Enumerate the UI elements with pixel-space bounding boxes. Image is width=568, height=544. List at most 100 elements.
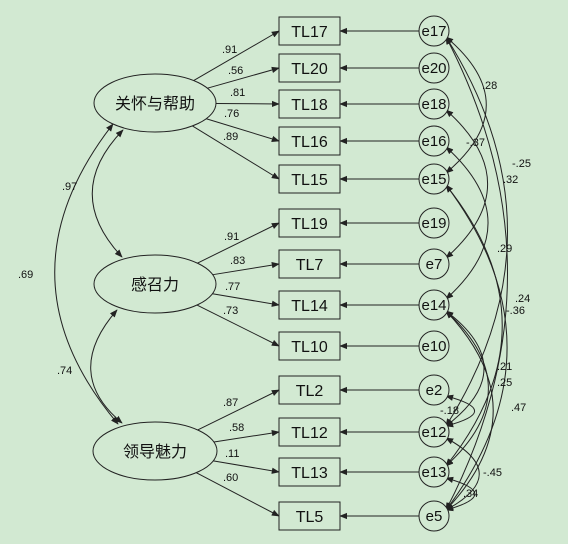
indicator-label-tl14: TL14 [291,298,328,315]
error-covariance-e17-e5 [445,36,508,511]
loading-label-tl17: .91 [222,44,237,56]
error-term-label-e15: e15 [421,171,446,188]
latent-factor-f3 [92,421,218,481]
factor-correlation-f1-f2 [91,129,124,258]
indicator-label-tl12: TL12 [291,425,328,442]
error-covariance-label-e18-e7: -.37 [466,137,485,149]
loading-path-tl2 [197,389,280,431]
error-covariance-label-e13-e5: -.45 [483,467,502,479]
loading-path-tl10 [196,304,280,347]
error-covariance-e15-e5 [445,184,508,511]
loading-label-tl10: .73 [223,305,238,317]
error-covariance-e12-e5 [445,437,480,511]
error-term-e7 [418,248,450,280]
coefficient-labels-layer: .91 .56 .81 .76 .89 .91 .83 .77 .73 .87 .58 .11 .60.… [18,44,531,500]
indicator-label-tl18: TL18 [291,97,328,114]
error-term-label-e2: e2 [426,382,443,399]
error-term-e16 [418,125,450,157]
loading-label-tl20: .56 [228,65,243,77]
loading-path-tl5 [196,472,280,517]
error-term-label-e19: e19 [421,215,446,232]
indicator-label-tl7: TL7 [296,257,324,274]
indicator-box-tl19 [278,208,341,238]
error-term-e18 [418,88,450,120]
factor-correlation-label-f1-f3: .69 [18,269,33,281]
indicator-box-tl15 [278,164,341,194]
indicator-box-tl14 [278,290,341,320]
error-covariance-e2-e12 [445,394,476,428]
loading-path-tl18 [215,100,280,108]
error-covariance-label-e15-e13: .29 [497,243,512,255]
error-covariance-label-e16-e14: .32 [503,174,518,186]
loading-label-tl13: .11 [225,448,239,460]
latent-factor-label-f2: 感召力 [131,275,179,294]
error-term-label-e17: e17 [421,23,446,40]
error-covariance-e13-e5 [445,476,476,512]
indicator-box-tl17 [278,16,341,46]
error-covariance-label-e17-e5: .25 [497,377,512,389]
indicator-label-tl13: TL13 [291,465,328,482]
error-covariance-label-e14-e5: .47 [511,402,526,414]
error-covariance-e18-e7 [445,109,488,259]
loading-label-tl18: .81 [230,87,245,99]
error-covariance-label-e15-e5: .24 [515,293,530,305]
error-covariance-e14-e12 [445,310,485,427]
error-term-label-e5: e5 [426,508,443,525]
indicator-label-tl2: TL2 [296,383,324,400]
error-covariance-label-e17-e12: -.25 [512,158,531,170]
error-covariance-label-e14-e13: .21 [497,361,512,373]
indicator-box-tl2 [278,375,341,405]
indicator-box-tl12 [278,417,341,447]
factor-correlation-label-f1-f2: .97 [62,181,77,193]
error-covariance-label-e12-e5: .34 [463,488,478,500]
loading-path-tl14 [212,293,280,307]
error-covariance-e14-e13 [445,310,489,467]
loading-path-tl20 [207,66,280,89]
indicator-label-tl10: TL10 [291,339,328,356]
latent-factor-f2 [93,254,217,314]
error-covariance-e17-e15 [445,36,487,174]
factor-correlation-f1-f3 [54,123,119,425]
indicator-box-tl18 [278,89,341,119]
indicator-label-tl5: TL5 [296,509,324,526]
latent-factor-f1 [93,73,217,133]
indicator-box-tl20 [278,53,341,83]
latent-factor-label-f1: 关怀与帮助 [115,94,195,113]
loading-label-tl19: .91 [224,231,239,243]
loading-label-tl12: .58 [229,422,244,434]
error-term-label-e7: e7 [426,256,443,273]
loading-path-tl15 [192,125,280,180]
loading-label-tl15: .89 [223,131,238,143]
error-covariance-label-e14-e12: -.36 [506,305,525,317]
loading-label-tl7: .83 [230,255,245,267]
loading-label-tl2: .87 [223,397,238,409]
error-term-label-e13: e13 [421,464,446,481]
loading-label-tl16: .76 [224,108,239,120]
error-term-label-e14: e14 [421,297,446,314]
loading-label-tl14: .77 [225,281,240,293]
error-term-e19 [418,207,450,239]
indicator-box-tl10 [278,331,341,361]
loading-path-tl17 [193,30,280,81]
error-term-label-e12: e12 [421,424,446,441]
factor-correlation-f2-f3 [90,309,123,424]
error-term-e5 [418,500,450,532]
error-term-e14 [418,289,450,321]
factor-correlation-label-f2-f3: .74 [57,365,72,377]
error-term-label-e20: e20 [421,60,446,77]
loading-label-tl5: .60 [223,472,238,484]
indicator-box-tl7 [278,249,341,279]
indicator-box-tl16 [278,126,341,156]
indicator-label-tl17: TL17 [291,24,328,41]
loading-path-tl13 [213,460,280,474]
indicator-box-tl13 [278,457,341,487]
indicator-label-tl19: TL19 [291,216,328,233]
error-covariance-e16-e14 [445,146,489,300]
error-term-e10 [418,330,450,362]
loading-path-tl16 [206,118,280,142]
error-covariance-e17-e12 [445,36,508,427]
error-term-label-e16: e16 [421,133,446,150]
error-term-label-e10: e10 [421,338,446,355]
indicator-label-tl16: TL16 [291,134,328,151]
